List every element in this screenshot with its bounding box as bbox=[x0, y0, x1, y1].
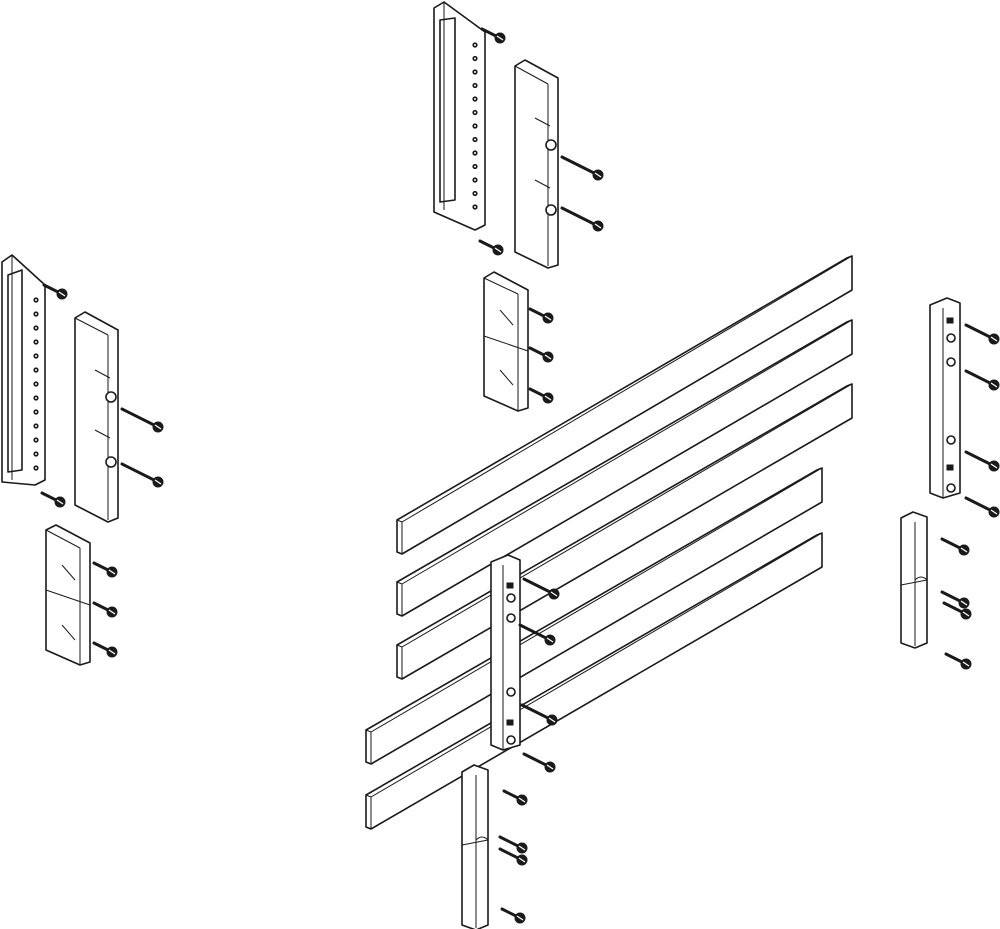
screw bbox=[944, 652, 972, 670]
hole bbox=[33, 353, 39, 359]
clamp-block-top-lower bbox=[483, 271, 529, 412]
hole bbox=[33, 409, 39, 415]
busbar bbox=[365, 532, 823, 830]
screw bbox=[528, 346, 554, 363]
busbars bbox=[365, 255, 853, 830]
hole bbox=[33, 297, 39, 303]
hole bbox=[472, 204, 478, 210]
screw bbox=[120, 462, 164, 488]
hole bbox=[472, 190, 478, 197]
hole bbox=[33, 437, 39, 443]
screw bbox=[498, 835, 528, 854]
busbar-holder-right bbox=[929, 297, 961, 499]
screw bbox=[528, 307, 554, 324]
screw bbox=[92, 561, 118, 578]
hole bbox=[33, 367, 39, 373]
hole bbox=[33, 395, 39, 401]
mounting-bracket-top bbox=[433, 1, 486, 231]
screw bbox=[40, 491, 66, 508]
hole bbox=[33, 381, 39, 387]
screw bbox=[964, 450, 1000, 472]
screw bbox=[964, 369, 1000, 391]
hole bbox=[33, 465, 39, 471]
busbar bbox=[396, 383, 853, 680]
screw bbox=[528, 387, 554, 404]
screw bbox=[964, 496, 1000, 518]
hole bbox=[472, 69, 478, 75]
hole bbox=[33, 423, 39, 429]
busbar-support-center bbox=[461, 764, 489, 929]
hole bbox=[472, 123, 478, 129]
hole bbox=[472, 150, 478, 156]
screw bbox=[522, 577, 560, 600]
hole bbox=[472, 42, 478, 48]
mounting-bracket-left bbox=[1, 254, 46, 486]
hole bbox=[472, 55, 478, 62]
busbar bbox=[365, 467, 823, 765]
screw bbox=[940, 590, 970, 609]
hole bbox=[472, 96, 478, 102]
clamp-block-left-upper bbox=[74, 311, 119, 523]
hole bbox=[472, 163, 478, 170]
hole bbox=[472, 109, 478, 116]
screw bbox=[522, 752, 556, 773]
screw bbox=[940, 537, 970, 556]
screw bbox=[560, 155, 604, 181]
hole bbox=[33, 311, 39, 317]
screws bbox=[40, 27, 1000, 924]
busbar bbox=[396, 255, 853, 555]
screw bbox=[500, 907, 526, 924]
hole bbox=[472, 136, 478, 143]
screw bbox=[92, 641, 118, 658]
busbar bbox=[396, 319, 853, 617]
screw bbox=[480, 27, 506, 44]
screw bbox=[502, 789, 528, 806]
hole bbox=[472, 177, 478, 183]
hole bbox=[33, 339, 39, 345]
busbar-holder-center bbox=[490, 554, 521, 751]
screw bbox=[92, 601, 118, 618]
screw bbox=[498, 847, 528, 866]
screw bbox=[520, 703, 558, 726]
clamp-block-top-upper bbox=[514, 59, 559, 269]
hole bbox=[33, 325, 39, 331]
clamp-block-left-lower bbox=[45, 524, 91, 666]
screw bbox=[560, 206, 604, 232]
screw bbox=[964, 323, 1000, 345]
screw bbox=[942, 601, 972, 620]
screw bbox=[120, 407, 164, 433]
screw bbox=[478, 239, 504, 256]
hole bbox=[33, 451, 39, 457]
screw bbox=[518, 623, 556, 646]
screw bbox=[42, 283, 68, 300]
hole bbox=[472, 82, 478, 89]
busbar-support-right bbox=[900, 511, 928, 649]
